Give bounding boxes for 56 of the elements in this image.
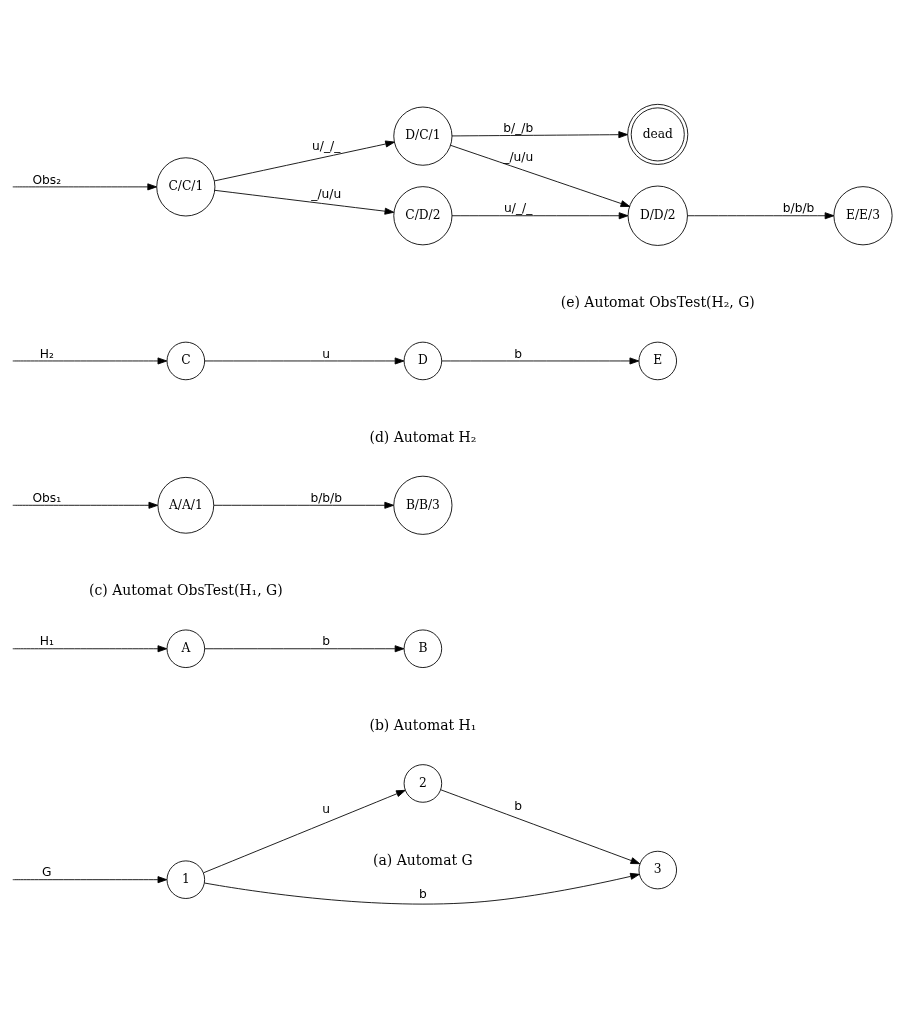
arrow: [12, 183, 157, 191]
edge-label: u/_/_: [312, 139, 341, 154]
arrow: [204, 357, 405, 365]
node-circle: B/B/3: [393, 475, 453, 535]
label: (a) Automat G: [373, 851, 473, 868]
node-circle: C: [166, 341, 206, 381]
node-circle: C/D/2: [393, 186, 453, 246]
arrow: [451, 212, 629, 220]
node-circle: E/E/3: [833, 186, 893, 246]
arrow: [12, 876, 168, 884]
node-circle: A: [166, 629, 206, 668]
arrow: [441, 357, 640, 365]
edge-label: u: [322, 802, 331, 817]
node-circle: 3: [638, 850, 677, 890]
edge-label: b/_/b: [503, 120, 534, 135]
arrow: [12, 501, 159, 509]
arrow: [203, 789, 406, 874]
arrow: [204, 872, 640, 905]
label: (e) Automat ObsTest(H₂, G): [560, 294, 755, 311]
node-circle: 2: [403, 764, 443, 803]
edge-label: u/_/_: [504, 201, 533, 216]
node-circle: D/C/1: [393, 106, 453, 166]
node-circle: C/C/1: [156, 157, 216, 217]
edge-label: b/b/b: [310, 490, 342, 505]
arrow: [213, 140, 395, 182]
edge-label: H₂: [39, 346, 54, 361]
node-circle: B: [403, 629, 443, 668]
edge-label: b: [514, 346, 523, 361]
edge-label: b: [322, 634, 331, 649]
arrow: [204, 645, 405, 653]
edge-label: _/u/u: [503, 149, 534, 164]
arrow: [214, 189, 395, 215]
arrow: [12, 645, 168, 653]
node-circle: E: [638, 341, 677, 381]
label: (d) Automat H₂: [369, 429, 477, 446]
edge-label: u: [322, 346, 331, 361]
arrow: [450, 144, 631, 207]
edge-label: b: [514, 798, 523, 813]
edge-label: b: [419, 887, 427, 902]
arrow: [213, 501, 394, 509]
arrow: [440, 789, 641, 865]
label: (c) Automat ObsTest(H₁, G): [88, 582, 283, 599]
label: (b) Automat H₁: [369, 716, 477, 733]
node-circle: D/D/2: [627, 185, 688, 246]
node-circle: D: [403, 341, 443, 381]
arrow: [12, 357, 168, 365]
node-circle: 1: [166, 860, 206, 899]
edge-label: Obs₂: [32, 172, 62, 187]
arrow: [686, 212, 835, 220]
edge-label: b/b/b: [782, 201, 815, 216]
arrow: [451, 131, 628, 139]
edge-label: H₁: [39, 634, 54, 649]
edge-label: _/u/u: [311, 187, 342, 202]
node-circle: A/A/1: [157, 476, 215, 534]
edge-label: G: [42, 865, 52, 880]
edge-label: Obs₁: [32, 490, 62, 505]
